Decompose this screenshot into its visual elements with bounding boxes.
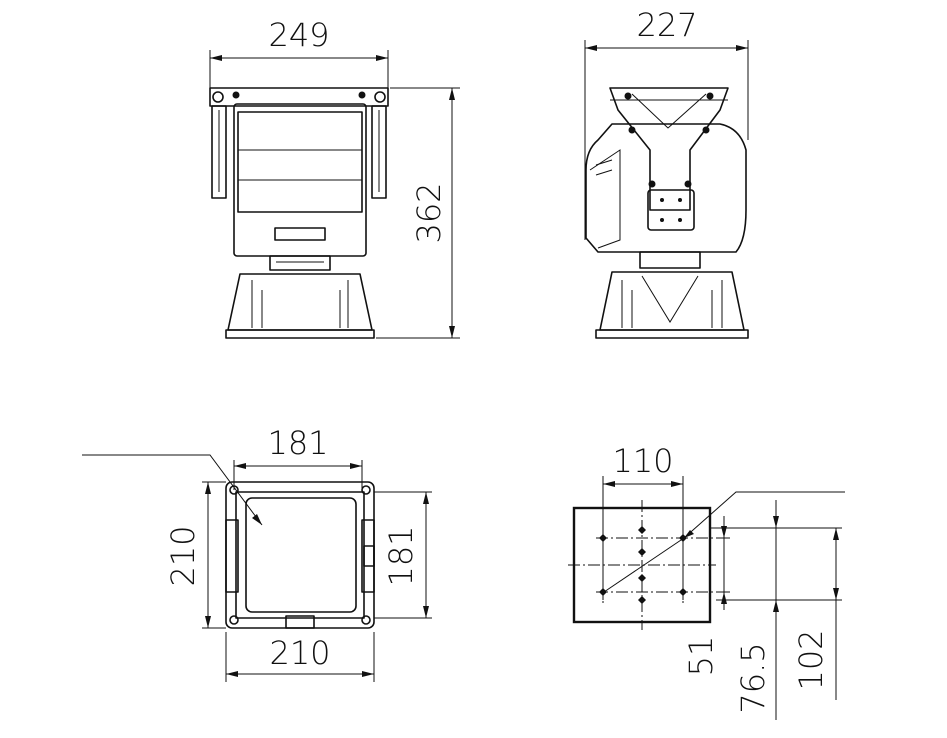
dimension-51: 51: [682, 516, 730, 676]
mounting-pattern: 110 51: [568, 442, 845, 720]
dimension-height: 362: [376, 87, 460, 339]
dim-hole-spacing-label: 110: [612, 442, 673, 480]
top-view: 181 210 210: [82, 424, 432, 682]
dim-102-label: 102: [792, 629, 830, 690]
dim-height-label: 362: [410, 182, 448, 243]
dim-top-inner-label: 181: [267, 424, 328, 462]
dimension-top-outer-horizontal: 210: [225, 632, 375, 682]
front-view: 249: [209, 16, 460, 339]
dimension-top-outer-vertical: 210: [164, 481, 226, 629]
dimension-top-inner: 181: [233, 424, 363, 490]
dimension-front-width: 249: [209, 16, 389, 92]
dimension-side-width: 227: [584, 6, 749, 240]
dim-front-width-label: 249: [268, 16, 329, 54]
dimension-102: 102: [716, 527, 842, 700]
dim-top-outer-vertical-label: 210: [164, 525, 202, 586]
dim-top-outer-horizontal-label: 210: [269, 634, 330, 672]
dim-51-label: 51: [682, 636, 720, 677]
side-view: 227: [584, 6, 749, 339]
dimension-76-5: 76.5: [710, 500, 782, 720]
dimension-top-inner-vertical: 181: [374, 491, 432, 619]
dim-76-5-label: 76.5: [734, 642, 772, 713]
dim-top-inner-vertical-label: 181: [382, 525, 420, 586]
dim-side-width-label: 227: [636, 6, 697, 44]
